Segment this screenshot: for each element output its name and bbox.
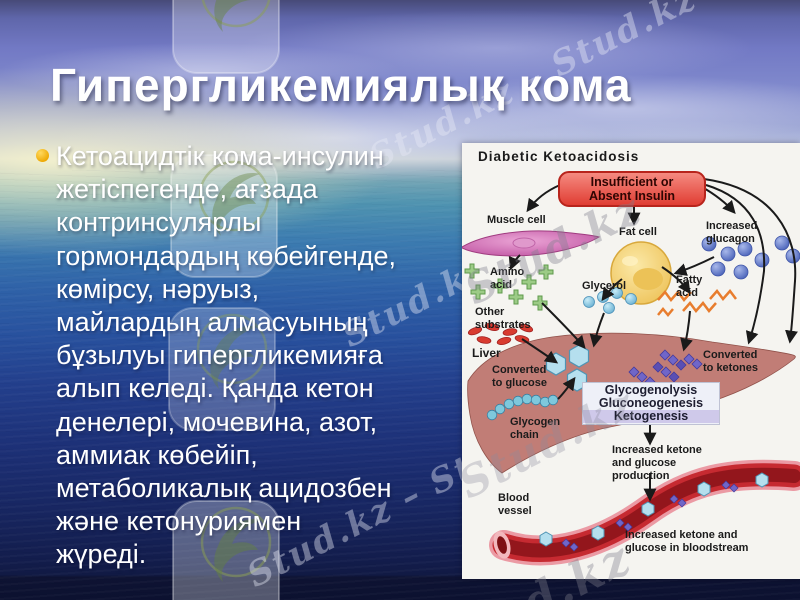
insulin-box: Insufficient or Absent Insulin [558,171,706,207]
bird-icon [214,519,262,582]
label-blood-vessel: Blood vessel [498,492,532,517]
studkz-logo-watermark [166,305,278,433]
process-glycogenolysis: Glycogenolysis [604,383,698,397]
label-muscle-cell: Muscle cell [487,214,546,226]
fatty-acid-chains [657,289,737,317]
diabetic-ketoacidosis-diagram: Diabetic Ketoacidosis Insufficient or Ab… [462,143,800,579]
label-increased-production: Increased ketone and glucose production [612,444,702,482]
flow-arrows [508,178,798,502]
process-ketogenesis: Ketogenesis [583,410,719,423]
slide-body-text: Кетоацидтік кома-инсулин жетіспегенде, а… [56,141,397,570]
glycogen-chain-beads [486,393,559,421]
label-liver: Liver [472,346,501,360]
studkz-logo-watermark [170,498,282,600]
label-increased-glucagon: Increased glucagon [706,220,758,245]
logo-tile [168,307,276,431]
bloodstream-ketone-diamonds [561,480,739,552]
other-substrate-molecules [467,323,534,345]
label-fat-cell: Fat cell [619,226,657,238]
bird-icon [214,0,258,32]
glucagon-molecules [701,235,800,280]
process-gluconeogenesis: Gluconeogenesis [598,396,704,410]
bird-icon [212,173,260,236]
fat-cell-highlight [622,256,638,266]
label-converted-to-ketones: Converted to ketones [703,349,759,374]
bloodstream-glucose-hexagons [539,472,769,547]
studkz-logo-watermark [170,0,282,76]
vessel-left-lumen [497,536,507,554]
label-converted-to-glucose: Converted to glucose [492,364,548,389]
logo-tile [170,154,278,278]
logo-tile [172,0,280,74]
label-other-substrates: Other substrates [475,306,531,331]
glucose-hexagons [545,344,590,392]
process-box: Glycogenolysis Gluconeogenesis Ketogenes… [582,382,720,425]
bird-icon [210,326,258,389]
logo-ring [201,0,271,28]
glycerol-molecules [583,287,637,314]
label-fatty-acid: Fatty acid [676,274,703,299]
studkz-logo-watermark [168,152,280,280]
logo-tile [172,500,280,600]
muscle-nucleus [512,237,536,249]
slide-title: Гипергликемиялық кома [50,59,632,111]
fat-cell-vacuole [633,268,663,290]
bullet-marker [36,149,49,162]
label-glycerol: Glycerol [582,280,627,292]
ketone-diamonds [628,349,703,388]
diagram-title: Diabetic Ketoacidosis [478,149,640,164]
label-increased-bloodstream: Increased ketone and glucose in bloodstr… [625,529,749,554]
logo-ring [200,506,272,578]
logo-ring [198,160,270,232]
label-glycogen-chain: Glycogen chain [510,416,561,441]
amino-acid-molecules [464,263,554,311]
logo-ring [196,313,268,385]
